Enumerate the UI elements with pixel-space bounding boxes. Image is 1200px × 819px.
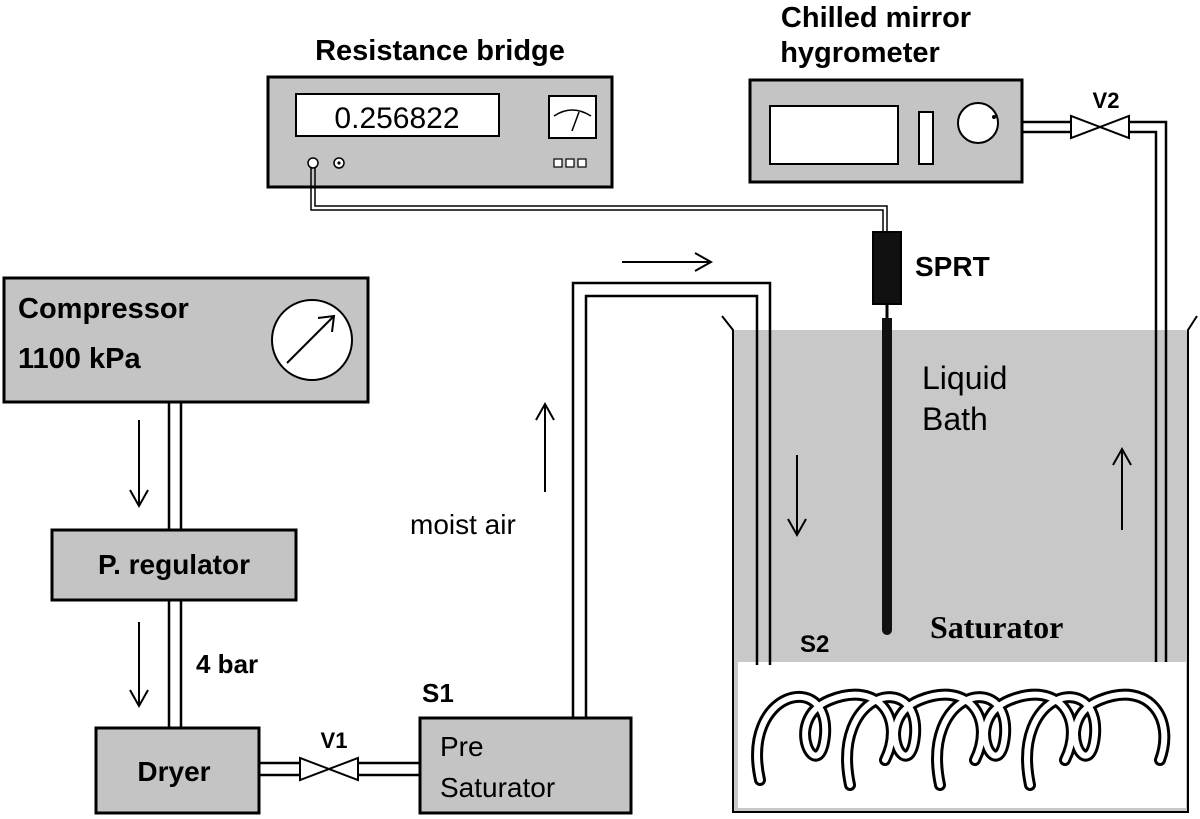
hygrometer-dial-icon bbox=[957, 102, 999, 144]
sprt-cable bbox=[310, 168, 888, 232]
hygrometer: Chilled mirror hygrometer bbox=[748, 2, 1024, 184]
sprt-label: SPRT bbox=[915, 251, 990, 282]
moist-air-label: moist air bbox=[410, 509, 516, 540]
bridge-button-3 bbox=[577, 158, 587, 168]
bridge-button-1 bbox=[553, 158, 563, 168]
bridge-meter bbox=[548, 95, 597, 139]
saturator-coil bbox=[738, 662, 1186, 808]
pressure-regulator-box bbox=[50, 528, 298, 602]
pre-saturator: S1 Pre Saturator bbox=[418, 678, 633, 815]
saturator-label: Saturator bbox=[930, 609, 1063, 645]
top-flow-arrow-icon bbox=[622, 252, 714, 272]
bridge-meter-needle bbox=[571, 111, 580, 132]
dryer-box bbox=[94, 726, 261, 815]
sprt-head bbox=[872, 231, 902, 305]
pressure-regulator-label: P. regulator bbox=[98, 549, 250, 580]
compressor-label: Compressor bbox=[18, 293, 189, 325]
bridge-terminal-left bbox=[307, 157, 319, 169]
return-pipe bbox=[1022, 120, 1168, 665]
compressor-pressure: 1100 kPa bbox=[18, 343, 141, 375]
valve-v2: V2 bbox=[1070, 88, 1130, 140]
hygrometer-slot bbox=[918, 111, 934, 165]
dryer: Dryer bbox=[94, 726, 261, 815]
pre-saturator-label-line2: Saturator bbox=[440, 772, 555, 803]
hygrometer-display bbox=[769, 105, 899, 165]
pressure-regulator: P. regulator bbox=[50, 528, 298, 602]
supply-pipe bbox=[167, 402, 183, 728]
bridge-reading: 0.256822 bbox=[334, 102, 459, 135]
resistance-bridge: Resistance bridge 0.256822 bbox=[266, 35, 614, 189]
compressor-gauge-icon bbox=[271, 299, 353, 381]
hygrometer-title-line2: hygrometer bbox=[780, 37, 940, 69]
bath-down-arrow-icon bbox=[787, 455, 807, 538]
moist-air-up-arrow-icon bbox=[535, 401, 555, 492]
supply-down-arrow-1-icon bbox=[129, 420, 149, 509]
compressor: Compressor 1100 kPa bbox=[2, 276, 370, 404]
bridge-meter-scale bbox=[553, 109, 592, 117]
valve-v2-label: V2 bbox=[1093, 88, 1120, 113]
bridge-button-2 bbox=[565, 158, 575, 168]
pre-saturator-box bbox=[418, 716, 633, 815]
s2-label: S2 bbox=[800, 631, 829, 658]
supply-down-arrow-2-icon bbox=[129, 622, 149, 709]
hygrometer-title-line1: Chilled mirror bbox=[781, 2, 971, 34]
liquid-bath-label-line1: Liquid bbox=[922, 360, 1007, 396]
bath-up-arrow-icon bbox=[1112, 446, 1132, 530]
sprt-stem bbox=[882, 318, 892, 630]
saturator-coil-area bbox=[738, 662, 1186, 808]
dryer-label: Dryer bbox=[137, 756, 210, 787]
dryer-outlet-pipe bbox=[259, 761, 420, 777]
valve-v1-label: V1 bbox=[321, 728, 348, 753]
bath-container bbox=[721, 315, 1198, 813]
resistance-bridge-title: Resistance bridge bbox=[315, 35, 565, 67]
valve-v1: V1 bbox=[299, 728, 359, 782]
s1-label: S1 bbox=[422, 678, 454, 708]
sprt-probe: SPRT bbox=[872, 231, 990, 635]
pressure-label: 4 bar bbox=[196, 649, 258, 679]
pre-saturator-label-line1: Pre bbox=[440, 731, 484, 762]
bridge-display bbox=[295, 93, 500, 137]
moist-air-pipe bbox=[571, 281, 772, 718]
liquid-bath-label-line2: Bath bbox=[922, 401, 988, 437]
